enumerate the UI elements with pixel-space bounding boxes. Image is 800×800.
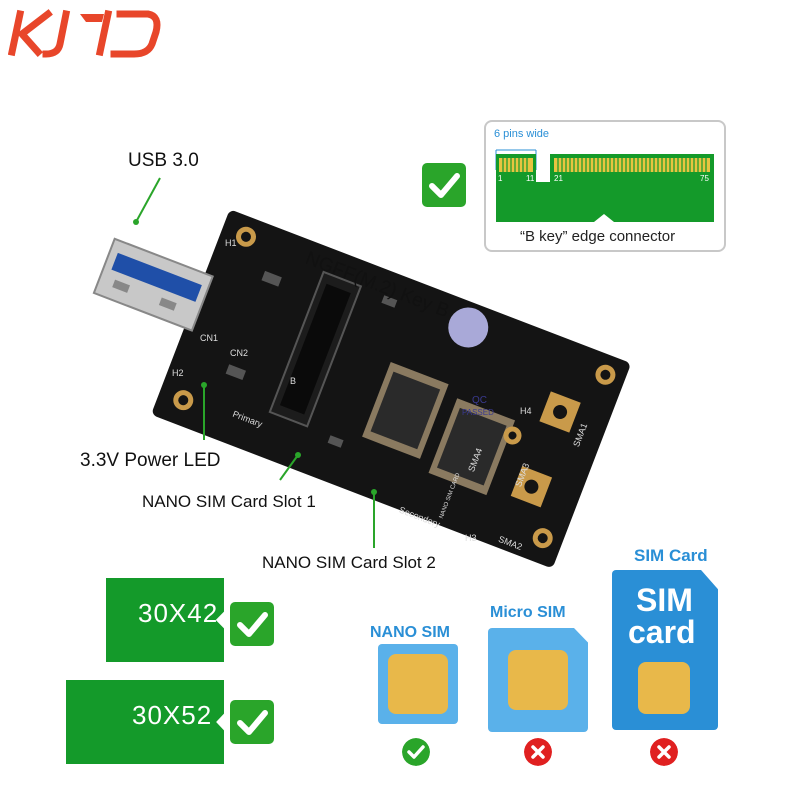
inset-caption: “B key” edge connector — [520, 228, 676, 245]
size-card-label: 30X52 — [132, 700, 213, 730]
cross-icon — [650, 738, 678, 766]
size-card-30x42: 30X42 — [106, 578, 224, 662]
check-icon — [230, 602, 274, 646]
sim-slot-2-label: NANO SIM Card Slot 2 — [262, 553, 436, 572]
sim-chip-icon — [638, 662, 690, 714]
micro-sim-title: Micro SIM — [490, 604, 566, 621]
pin-21: 21 — [554, 174, 563, 183]
micro-sim-card — [488, 628, 588, 732]
usb-label: USB 3.0 — [128, 150, 199, 171]
sim-chip-icon — [508, 650, 568, 710]
edge-connector-inset: 6 pins wide 1 11 21 75 “B key” edge conn… — [484, 120, 726, 252]
check-icon — [230, 700, 274, 744]
size-card-30x52: 30X52 — [66, 680, 224, 764]
connector-check-icon — [422, 163, 466, 207]
sim-card-title: SIM Card — [634, 546, 708, 565]
pin-75: 75 — [700, 174, 709, 183]
usb-callout-line — [135, 177, 161, 223]
inset-top-note: 6 pins wide — [494, 128, 550, 140]
full-sim-card: SIM card — [612, 570, 718, 730]
nano-sim-title: NANO SIM — [370, 624, 450, 641]
sim-chip-icon — [388, 654, 448, 714]
sim1-callout-line — [279, 454, 299, 481]
pin-1: 1 — [498, 174, 503, 183]
pin-11: 11 — [526, 174, 535, 183]
brand-logo — [8, 9, 161, 58]
sim-slot-1-label: NANO SIM Card Slot 1 — [142, 492, 316, 511]
cross-icon — [524, 738, 552, 766]
check-icon — [402, 738, 430, 766]
nano-sim-card — [378, 644, 458, 724]
power-led-label: 3.3V Power LED — [80, 450, 221, 471]
sim-card-text-2: card — [628, 614, 696, 650]
size-card-label: 30X42 — [138, 598, 219, 628]
sim-card-text-1: SIM — [636, 582, 693, 618]
